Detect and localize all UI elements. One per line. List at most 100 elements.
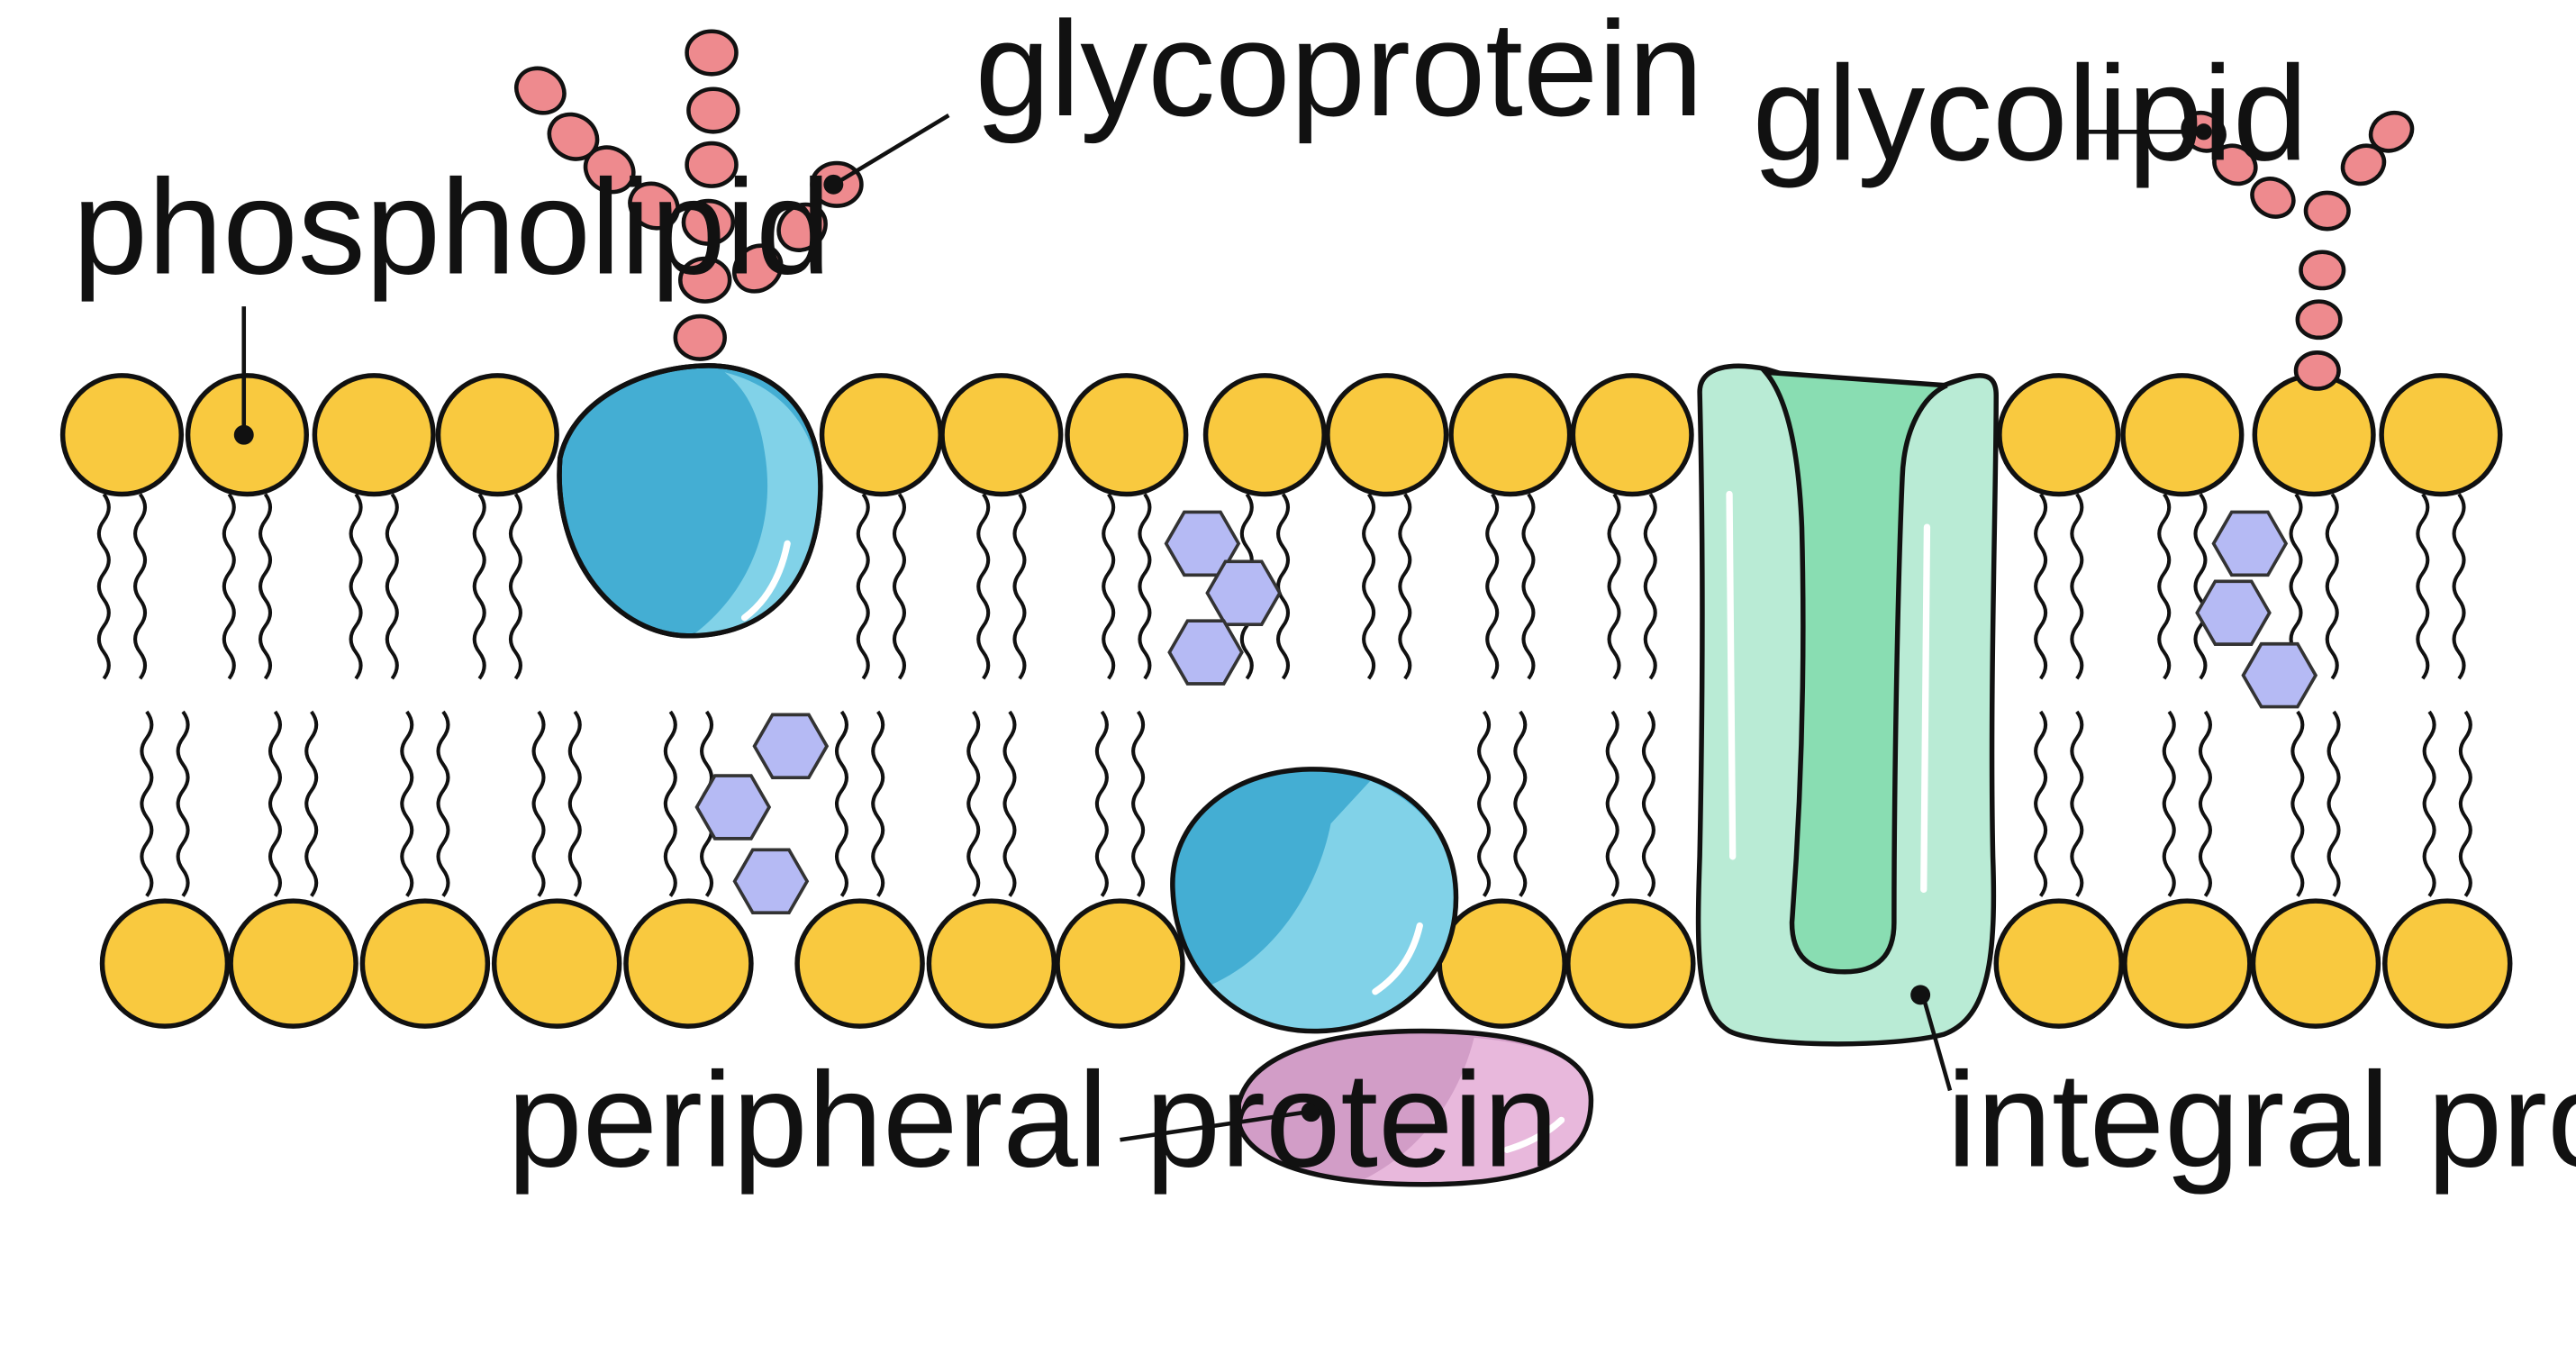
lipid-tail <box>304 710 319 897</box>
lipid-tail <box>1362 493 1376 680</box>
lipid-tail <box>966 710 981 897</box>
lipid-tail <box>140 710 154 897</box>
phospholipid-head <box>59 373 185 497</box>
sugar-unit <box>514 66 567 115</box>
lipid-tail <box>1398 493 1412 680</box>
peripheral-leader-dot <box>1301 1102 1321 1122</box>
leader-lines <box>233 114 2212 1142</box>
sterol-ring <box>2211 510 2289 577</box>
lipid-tail <box>259 493 273 680</box>
lipid-tail <box>2034 710 2048 897</box>
lipid-tail <box>1276 493 1291 680</box>
lipid-tail <box>1607 493 1621 680</box>
sugar-unit <box>547 112 600 161</box>
peripheral-protein-highlight <box>1364 1037 1592 1185</box>
lipid-tail <box>1643 493 1657 680</box>
lipid-tail <box>2458 710 2472 897</box>
lipid-tail <box>349 493 363 680</box>
lipid-tail <box>508 493 522 680</box>
integral-protein-shine-left <box>1726 490 1737 860</box>
phospholipid-head <box>819 373 943 497</box>
peripheral-protein-shine <box>1503 1116 1565 1153</box>
lipid-tail <box>567 710 582 897</box>
phospholipid-head <box>1065 373 1189 497</box>
sterol-ring <box>1167 619 1244 686</box>
glycoprotein-body-outline <box>557 363 823 639</box>
integral-protein-shine-right <box>1920 523 1931 894</box>
glycoprotein-leader <box>835 114 950 185</box>
phospholipid-head <box>2250 898 2381 1029</box>
sugar-unit <box>2250 177 2296 219</box>
phospholipid-head <box>939 373 1064 497</box>
cholesterol-molecules <box>694 510 2318 914</box>
sugar-unit <box>2340 143 2387 186</box>
phospholipid-head <box>623 898 754 1029</box>
sugar-unit <box>2293 350 2341 391</box>
lipid-tail <box>133 493 148 680</box>
lower-protein-shine <box>1372 922 1423 995</box>
peripheral-protein-shape <box>1235 1028 1594 1187</box>
sugar-unit <box>2368 110 2415 153</box>
lipid-tail <box>663 710 677 897</box>
label-integral-protein: integral protein <box>1946 1044 2576 1195</box>
lipid-tail <box>892 493 906 680</box>
sugar-unit <box>685 29 739 77</box>
lipid-tail <box>2327 710 2341 897</box>
lipid-tail <box>834 710 848 897</box>
integral-leader-dot <box>1910 985 1931 1005</box>
lipid-tail <box>472 493 486 680</box>
phospholipid-heads <box>59 373 2513 1029</box>
phospholipid-head <box>2120 373 2245 497</box>
phospholipid-head <box>1570 373 1694 497</box>
lipid-tail <box>96 493 111 680</box>
sterol-ring <box>2195 579 2272 646</box>
phospholipid-head <box>312 373 436 497</box>
lipid-tail <box>222 493 236 680</box>
sterol-ring <box>752 713 830 780</box>
glycoprotein-body <box>557 363 823 639</box>
lipid-tail <box>2422 710 2436 897</box>
lipid-tail <box>2162 710 2176 897</box>
sterol-ring <box>2241 641 2318 709</box>
sterol-ring <box>694 774 772 841</box>
sugar-unit <box>2212 143 2258 186</box>
lipid-tail <box>1477 710 1492 897</box>
phospholipid-head <box>1565 898 1696 1029</box>
lipid-tail <box>1513 710 1528 897</box>
lipid-tails <box>96 493 2472 897</box>
lipid-tail <box>1138 493 1152 680</box>
integral-leader <box>1921 997 1953 1092</box>
phospholipid-head <box>99 898 231 1029</box>
lipid-tail <box>976 493 991 680</box>
phospholipid-head <box>2382 898 2513 1029</box>
glycoprotein-body-highlight <box>692 372 820 636</box>
sugar-unit <box>681 198 736 246</box>
sugar-unit <box>2303 190 2351 232</box>
sterol-ring <box>732 848 810 914</box>
phospholipid-head <box>926 898 1057 1029</box>
lipid-tail <box>436 710 450 897</box>
lower-channel-protein <box>1170 767 1459 1034</box>
glycolipid-leader-dot <box>2195 123 2212 141</box>
lipid-tail <box>2452 493 2466 680</box>
lipid-tail <box>871 710 885 897</box>
lipid-tail <box>176 710 190 897</box>
phospholipid-head <box>2252 373 2376 497</box>
sugar-unit <box>685 141 739 188</box>
phospholipid-head <box>794 898 925 1029</box>
lower-protein-highlight <box>1211 780 1456 1031</box>
lipid-tail <box>1605 710 1619 897</box>
lipid-tail <box>2198 710 2212 897</box>
sugar-unit <box>776 202 828 252</box>
lipid-tail <box>2034 493 2048 680</box>
lipid-tail <box>2157 493 2172 680</box>
glycoprotein-shine <box>740 540 791 622</box>
phospholipid-head <box>228 898 358 1029</box>
phospholipid-head <box>2122 898 2253 1029</box>
label-glycolipid: glycolipid <box>1753 37 2308 188</box>
sugar-unit <box>731 243 784 294</box>
phospholipid-head <box>491 898 622 1029</box>
cholesterol-molecule <box>694 713 830 914</box>
label-phospholipid: phospholipid <box>73 151 831 303</box>
